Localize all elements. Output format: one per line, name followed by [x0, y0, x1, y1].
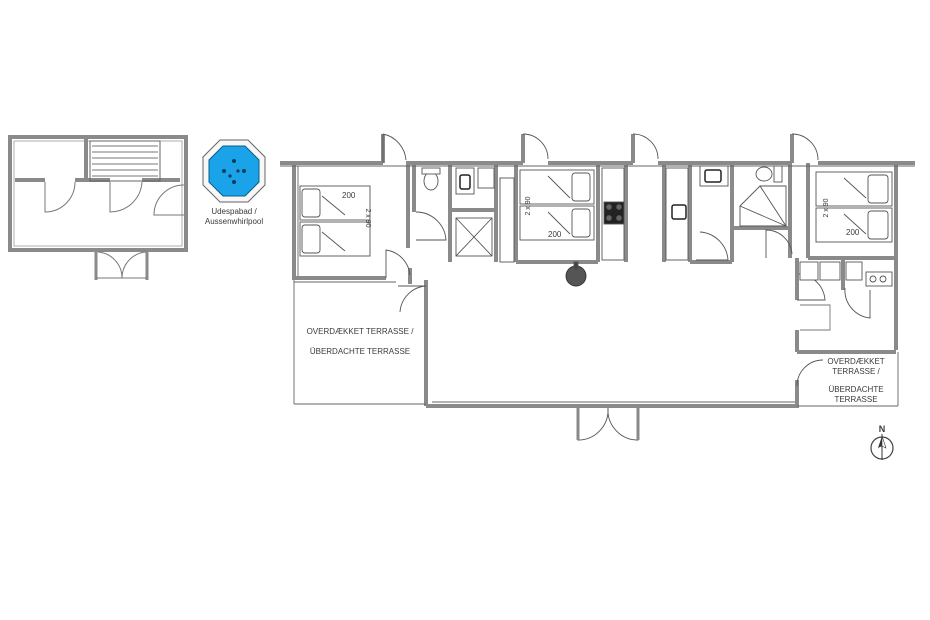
toilet-icon — [423, 171, 439, 191]
utility-room — [799, 261, 893, 287]
bed-size-label: 2 x 90 — [525, 196, 532, 215]
bedroom-3-beds: 2 x 90 200 — [815, 171, 893, 243]
bed-size-label: 2 x 90 — [823, 198, 830, 217]
kitchen — [565, 167, 689, 287]
bedroom-2-beds: 2 x 90 200 — [519, 169, 595, 241]
bed-length-label: 200 — [846, 228, 860, 237]
sink-icon — [704, 169, 722, 183]
terrace-main-label-1: OVERDÆKKET TERRASSE / — [307, 327, 415, 336]
shed-building — [8, 135, 188, 280]
north-label: N — [879, 424, 886, 434]
terrace-right-label-1: OVERDÆKKET — [827, 357, 884, 366]
water-icon — [208, 145, 260, 197]
bathroom-3 — [699, 165, 787, 227]
terrace-right-label-4: TERRASSE — [834, 395, 877, 404]
thin-lines — [280, 165, 915, 407]
sink-icon — [671, 204, 687, 220]
terrace-labels: OVERDÆKKET TERRASSE / ÜBERDACHTE TERRASS… — [307, 327, 885, 404]
bedroom-1-beds: 200 2 x 90 — [299, 185, 371, 257]
bed-length-label: 200 — [548, 230, 562, 239]
shower-icon — [739, 185, 787, 227]
house-walls — [280, 134, 915, 408]
toilet-icon — [755, 166, 773, 182]
bathroom-1 — [421, 167, 515, 263]
terrace-right-label-2: TERRASSE / — [832, 367, 880, 376]
terrace-right-label-3: ÜBERDACHTE — [828, 385, 883, 394]
outdoor-whirlpool: Udespabad / Aussenwhirlpool — [202, 139, 266, 226]
bed-length-label: 200 — [342, 191, 356, 200]
terrace-main-label-2: ÜBERDACHTE TERRASSE — [310, 347, 410, 356]
door-swings — [382, 133, 871, 441]
north-compass: N — [870, 424, 894, 460]
sink-icon — [459, 174, 471, 190]
whirlpool-label-2: Aussenwhirlpool — [205, 217, 263, 226]
whirlpool-label-1: Udespabad / — [211, 207, 257, 216]
bed-size-label: 2 x 90 — [364, 208, 371, 227]
